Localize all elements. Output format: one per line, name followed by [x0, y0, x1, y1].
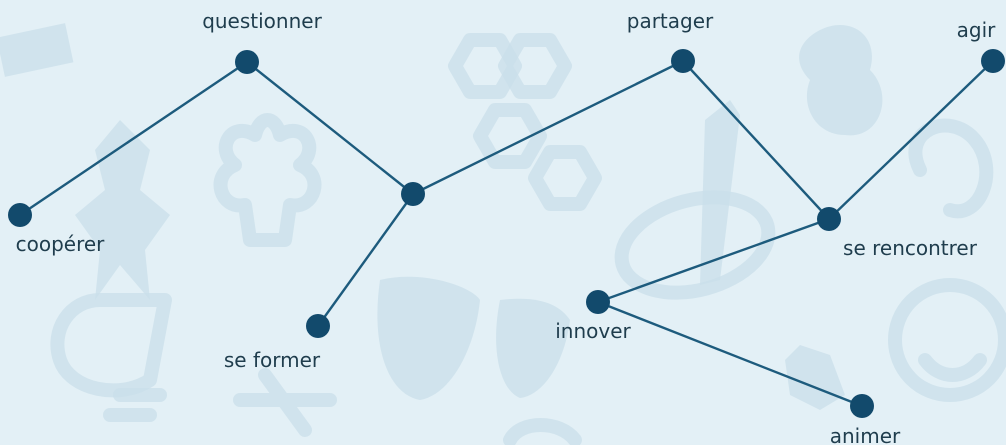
node-animer — [850, 394, 874, 418]
theatre-mask-icon — [377, 276, 480, 400]
node-se-former — [306, 314, 330, 338]
edge-innover-animer — [596, 300, 864, 408]
node-agir — [981, 49, 1005, 73]
node-questionner — [235, 50, 259, 74]
edge-hub-se-former — [316, 192, 415, 328]
label-animer: animer — [830, 424, 901, 445]
honeycomb-icon — [448, 33, 602, 211]
label-agir: agir — [957, 18, 997, 42]
label-se-former: se former — [224, 348, 321, 372]
label-innover: innover — [555, 319, 631, 343]
node-hub — [401, 182, 425, 206]
thumbs-up-icon — [50, 293, 172, 398]
rooster-icon — [785, 345, 845, 410]
edge-se-rencontrer-agir — [827, 59, 995, 221]
nodes-layer — [8, 49, 1005, 418]
label-cooperer: coopérer — [16, 232, 106, 256]
node-innover — [586, 290, 610, 314]
chair-icon — [908, 118, 994, 219]
theatre-mask-icon-2 — [496, 298, 570, 398]
label-questionner: questionner — [202, 9, 322, 33]
smiley-mouth-icon — [918, 353, 987, 382]
label-se-rencontrer: se rencontrer — [843, 236, 978, 260]
leaf-icon — [75, 120, 170, 300]
tree-icon — [213, 113, 322, 247]
edge-hub-partager — [411, 59, 685, 196]
tool-icon — [233, 368, 337, 437]
label-partager: partager — [627, 9, 714, 33]
palette-icon — [614, 190, 776, 300]
edge-cooperer-questionner — [18, 60, 249, 217]
node-se-rencontrer — [817, 207, 841, 231]
flag-icon — [0, 23, 74, 77]
ball-icon — [503, 418, 582, 445]
node-partager — [671, 49, 695, 73]
edge-questionner-hub — [245, 60, 415, 196]
labels-layer: questionner coopérer se former partager se r… — [16, 9, 997, 445]
node-cooperer — [8, 203, 32, 227]
edge-partager-se-rencontrer — [681, 59, 831, 221]
edges-layer — [18, 59, 995, 408]
edge-se-rencontrer-innover — [596, 217, 831, 304]
smiley-icon — [888, 278, 1006, 402]
background-decor — [0, 23, 1006, 445]
hand-lines-icon — [103, 388, 167, 422]
guitar-icon — [799, 24, 883, 136]
